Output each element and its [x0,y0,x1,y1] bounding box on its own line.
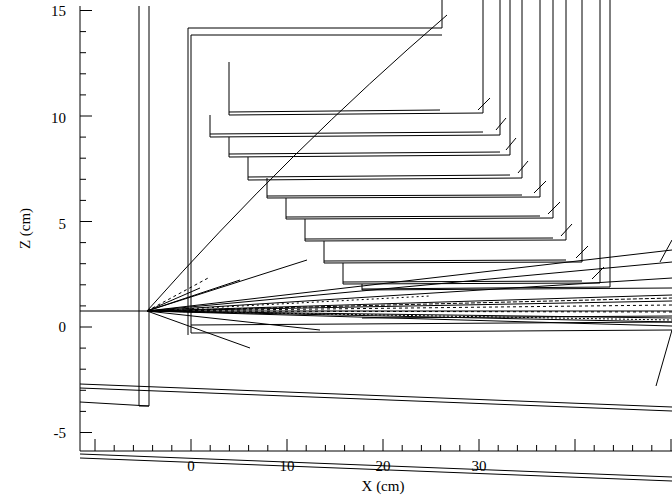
tick-mark [80,200,86,201]
tick-mark [152,445,153,451]
tick-label: 10 [51,111,66,126]
tick-mark [229,445,230,451]
tick-mark [80,10,92,11]
tick-mark [306,445,307,451]
tick-mark [80,242,86,243]
tick-mark [459,445,460,451]
tick-label: 15 [51,4,66,19]
tick-mark [80,31,86,32]
tick-mark [80,52,86,53]
tick-mark [80,369,86,370]
detector-layers [210,0,672,290]
tick-mark [95,439,96,451]
tick-mark [133,445,134,451]
tick-mark [517,445,518,451]
support-plates [80,384,672,481]
tick-mark [80,263,86,264]
tick-mark [80,137,86,138]
tick-mark [671,439,672,451]
tick-mark [80,94,86,95]
tick-label: 0 [59,320,67,335]
tick-mark [632,445,633,451]
tick-mark [325,445,326,451]
tick-mark [479,439,480,451]
tick-mark [383,439,384,451]
tick-mark [80,305,86,306]
particle-tracks [147,15,672,386]
tick-mark [80,432,92,433]
axis-title: Z (cm) [18,207,33,248]
tick-mark [402,445,403,451]
tick-mark [555,445,556,451]
tick-mark [248,445,249,451]
tick-mark [498,445,499,451]
tick-mark [80,73,86,74]
tick-label: 0 [187,459,195,474]
tick-mark [80,411,86,412]
tick-mark [575,439,576,451]
axis-title: X (cm) [362,479,405,494]
tick-mark [80,158,86,159]
tick-mark [80,390,86,391]
tick-mark [267,445,268,451]
axis-frame [80,6,672,451]
tick-mark [171,445,172,451]
tick-label: 20 [376,459,391,474]
tick-mark [80,179,86,180]
tick-mark [421,445,422,451]
tick-mark [80,221,92,222]
tick-label: -5 [54,426,67,441]
beam-line [80,311,672,333]
tick-mark [114,445,115,451]
tick-mark [80,348,86,349]
tick-mark [651,445,652,451]
tick-mark [287,439,288,451]
tick-mark [440,445,441,451]
tick-label: 30 [472,459,487,474]
tick-mark [613,445,614,451]
tick-mark [594,445,595,451]
tick-mark [536,445,537,451]
tick-label: 10 [280,459,295,474]
tick-mark [191,439,192,451]
tick-mark [80,327,92,328]
tick-mark [80,116,92,117]
tick-mark [210,445,211,451]
tick-label: 5 [59,217,67,232]
tick-mark [80,284,86,285]
tick-mark [363,445,364,451]
end-plate [80,6,149,406]
tick-mark [344,445,345,451]
